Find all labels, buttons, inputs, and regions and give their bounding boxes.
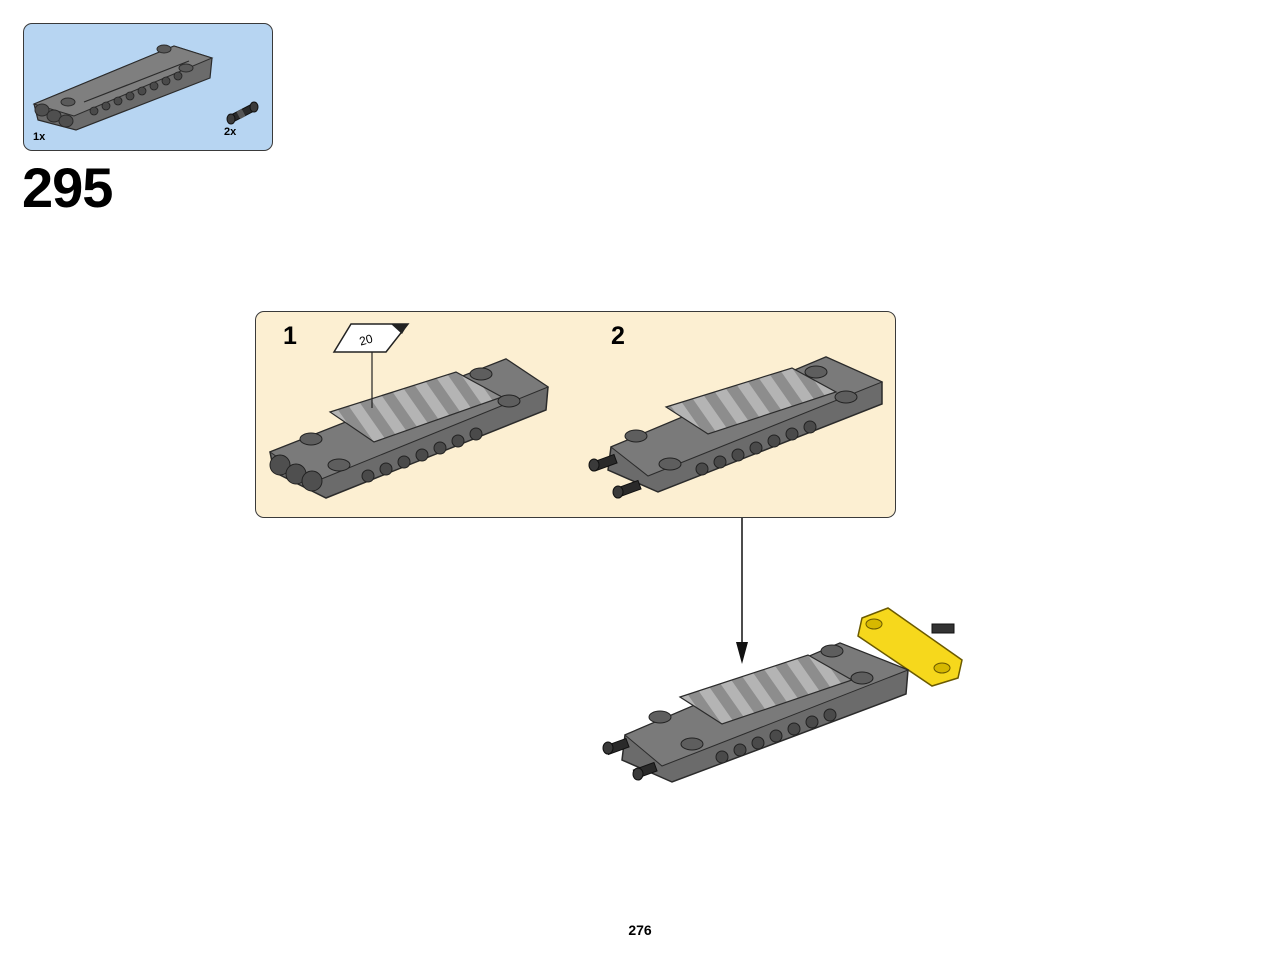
yellow-beam	[857, 607, 963, 687]
flat-panel-icon	[32, 44, 214, 131]
parts-list-callout: 1x 2x	[23, 23, 273, 151]
assembly-arrow	[736, 518, 748, 664]
step-number: 295	[22, 156, 113, 219]
substep-1-panel	[268, 358, 550, 499]
assembled-panel	[602, 642, 910, 783]
sticker-number: 20	[358, 331, 375, 348]
substep-1-label: 1	[283, 322, 297, 350]
sticker-callout	[332, 323, 410, 408]
pin-quantity: 2x	[224, 126, 237, 138]
panel-quantity: 1x	[33, 131, 46, 143]
substep-callout: 20 1 2	[255, 311, 896, 518]
substep-2-panel	[588, 356, 884, 499]
page-number: 276	[628, 922, 652, 938]
substep-2-label: 2	[611, 322, 625, 350]
substep-illustration: 20	[268, 323, 884, 499]
parts-illustration	[32, 44, 259, 131]
axle-pin-icon	[226, 101, 259, 125]
